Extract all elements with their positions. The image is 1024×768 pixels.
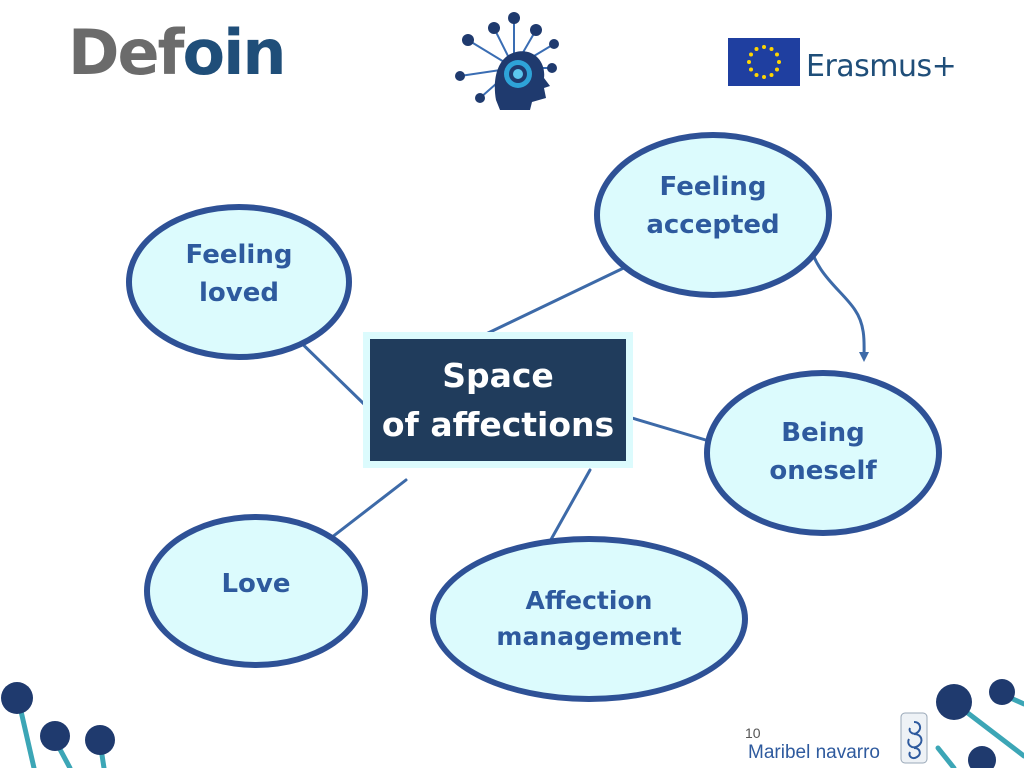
eu-star xyxy=(749,52,754,57)
eu-star xyxy=(754,72,759,77)
node-affection-management-label: Affection management xyxy=(496,585,682,651)
node-feeling-accepted-label: Feeling accepted xyxy=(646,172,780,240)
eu-star xyxy=(749,67,754,72)
arrow-accepted-to-oneself xyxy=(806,236,870,362)
defoin-logo-accent: oin xyxy=(182,16,287,89)
node-feeling-loved-label: Feeling loved xyxy=(185,240,293,308)
node-love-label: Love xyxy=(221,569,291,600)
network-head-logo xyxy=(455,12,559,110)
eu-star xyxy=(754,47,759,52)
node-being-oneself: Being oneself xyxy=(704,370,942,536)
eu-star xyxy=(762,75,766,79)
eu-flag-icon xyxy=(728,38,800,86)
eu-star xyxy=(774,67,779,72)
eu-star xyxy=(762,45,766,49)
node-affection-management: Affection management xyxy=(430,536,748,702)
node-being-oneself-label: Being oneself xyxy=(769,418,877,486)
eu-star xyxy=(777,60,781,64)
node-feeling-accepted: Feeling accepted xyxy=(594,132,832,298)
node-feeling-loved: Feeling loved xyxy=(126,204,352,360)
author-name: Maribel navarro xyxy=(748,742,880,763)
eu-star xyxy=(769,72,774,77)
center-node-label: Space of affections xyxy=(381,355,615,445)
defoin-logo-main: Def xyxy=(68,16,184,89)
spiral-logo-icon xyxy=(900,712,928,764)
node-love: Love xyxy=(144,514,368,668)
center-node-space-of-affections: Space of affections xyxy=(363,332,633,468)
decor-network-bottom-left xyxy=(1,682,115,768)
eu-star xyxy=(769,47,774,52)
eu-star xyxy=(747,60,751,64)
connector-feeling-accepted xyxy=(484,262,634,336)
page-number: 10 xyxy=(745,725,761,741)
defoin-logo: Defoin xyxy=(68,22,287,84)
erasmus-logo-text: Erasmus+ xyxy=(806,49,957,84)
decor-network-bottom-right xyxy=(935,679,1024,768)
eu-star xyxy=(774,52,779,57)
